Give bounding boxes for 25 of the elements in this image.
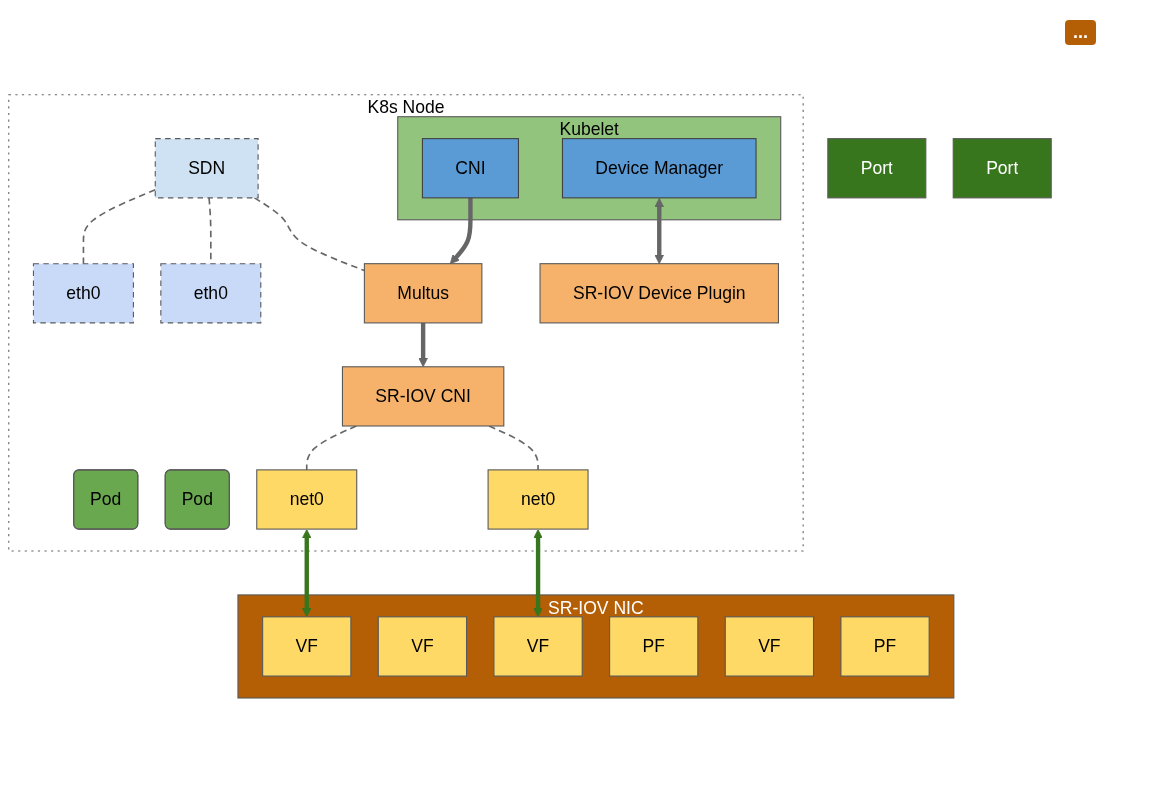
node-box: SDN (154, 138, 259, 199)
node-box: VF (377, 616, 468, 677)
node-box: SR-IOV CNI (341, 366, 505, 427)
ellipsis-label: ... (1065, 20, 1096, 45)
node-box: VF (262, 616, 352, 677)
arrow (654, 198, 665, 265)
arrow (418, 323, 428, 368)
node-box: SR-IOV Device Plugin (539, 263, 779, 324)
node-box: CNI (421, 138, 519, 199)
arrow (449, 198, 473, 265)
node-box: eth0 (160, 263, 262, 324)
node-box: eth0 (32, 263, 134, 324)
node-box: net0 (487, 469, 589, 530)
node-box: Port (952, 138, 1052, 199)
node-box: PF (840, 616, 930, 677)
node-box: Device Manager (561, 138, 757, 199)
node-box: VF (493, 616, 583, 677)
arrow (301, 529, 312, 618)
node-box: Multus (363, 263, 483, 324)
node-box: PF (609, 616, 699, 677)
arrow (533, 529, 543, 618)
connector (488, 425, 539, 471)
node-box: Port (827, 138, 927, 199)
node-box: net0 (256, 469, 358, 530)
node-box: VF (724, 616, 815, 677)
